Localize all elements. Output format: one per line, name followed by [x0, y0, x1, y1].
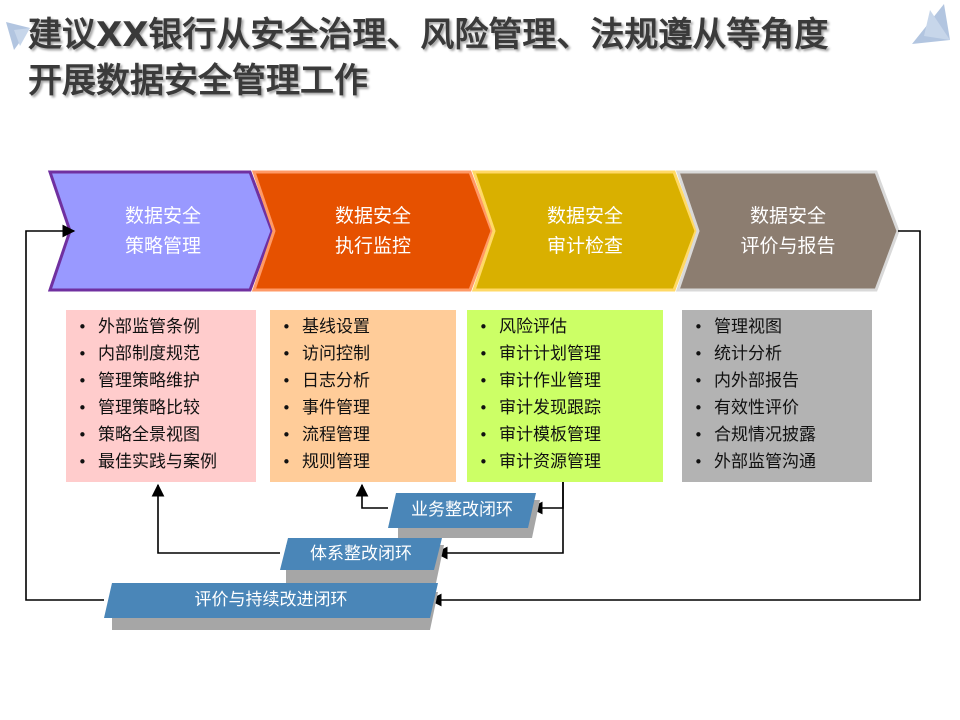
list-item: 审计资源管理: [477, 449, 663, 476]
list-item: 内部制度规范: [76, 341, 256, 368]
list-item: 审计作业管理: [477, 368, 663, 395]
list-item: 审计模板管理: [477, 422, 663, 449]
loop-label-system: 体系整改闭环: [310, 544, 412, 564]
list-item: 统计分析: [692, 341, 872, 368]
list-strategy: 外部监管条例 内部制度规范 管理策略维护 管理策略比较 策略全景视图 最佳实践与…: [66, 310, 256, 476]
stage-label-monitor: 数据安全 执行监控: [298, 201, 448, 261]
list-item: 基线设置: [280, 314, 456, 341]
list-item: 访问控制: [280, 341, 456, 368]
list-audit: 风险评估 审计计划管理 审计作业管理 审计发现跟踪 审计模板管理 审计资源管理: [467, 310, 663, 476]
list-item: 管理策略比较: [76, 395, 256, 422]
list-item: 最佳实践与案例: [76, 449, 256, 476]
list-item: 审计计划管理: [477, 341, 663, 368]
list-item: 外部监管条例: [76, 314, 256, 341]
list-item: 管理视图: [692, 314, 872, 341]
loop-line-evaluation-return: [25, 224, 104, 601]
loop-label-business: 业务整改闭环: [411, 500, 513, 520]
stage-monitor-line2: 执行监控: [334, 235, 411, 257]
list-item: 策略全景视图: [76, 422, 256, 449]
stage-label-strategy: 数据安全 策略管理: [88, 201, 238, 261]
stage-chevron-audit: [471, 170, 698, 292]
list-item: 有效性评价: [692, 395, 872, 422]
loop-shape-system: [280, 538, 442, 570]
stage-monitor-line1: 数据安全: [334, 205, 411, 227]
list-item: 管理策略维护: [76, 368, 256, 395]
list-item: 内外部报告: [692, 368, 872, 395]
loop-line-evaluation: [428, 230, 921, 607]
stage-chevron-monitor: [251, 170, 494, 292]
list-item: 事件管理: [280, 395, 456, 422]
list-report: 管理视图 统计分析 内外部报告 有效性评价 合规情况披露 外部监管沟通: [682, 310, 872, 476]
title-line-1: 建议XX银行从安全治理、风险管理、法规遵从等角度: [28, 15, 829, 55]
stage-chevron-report: [675, 170, 900, 292]
list-item: 日志分析: [280, 368, 456, 395]
stage-audit-line1: 数据安全: [546, 205, 623, 227]
stage-strategy-line1: 数据安全: [124, 205, 201, 227]
loop-line-business: [529, 482, 564, 515]
loop-label-evaluation: 评价与持续改进闭环: [194, 590, 348, 610]
stage-label-report: 数据安全 评价与报告: [713, 201, 863, 261]
list-item: 规则管理: [280, 449, 456, 476]
loop-shape-evaluation: [104, 583, 438, 618]
list-item: 合规情况披露: [692, 422, 872, 449]
stage-label-audit: 数据安全 审计检查: [510, 201, 660, 261]
corner-decoration-right: [912, 4, 950, 44]
loop-line-system-return: [151, 483, 280, 554]
stage-report-line2: 评价与报告: [740, 235, 836, 257]
stage-audit-line2: 审计检查: [546, 235, 623, 257]
page-title: 建议XX银行从安全治理、风险管理、法规遵从等角度 开展数据安全管理工作: [28, 12, 908, 104]
corner-decoration-left: [6, 22, 30, 50]
stage-report-line1: 数据安全: [749, 205, 826, 227]
list-monitor: 基线设置 访问控制 日志分析 事件管理 流程管理 规则管理: [270, 310, 456, 476]
list-item: 审计发现跟踪: [477, 395, 663, 422]
loop-shape-business: [388, 493, 536, 528]
list-item: 风险评估: [477, 314, 663, 341]
stage-strategy-line2: 策略管理: [124, 235, 201, 257]
loop-line-business-return: [355, 483, 388, 509]
list-item: 外部监管沟通: [692, 449, 872, 476]
list-item: 流程管理: [280, 422, 456, 449]
title-line-2: 开展数据安全管理工作: [28, 61, 368, 101]
